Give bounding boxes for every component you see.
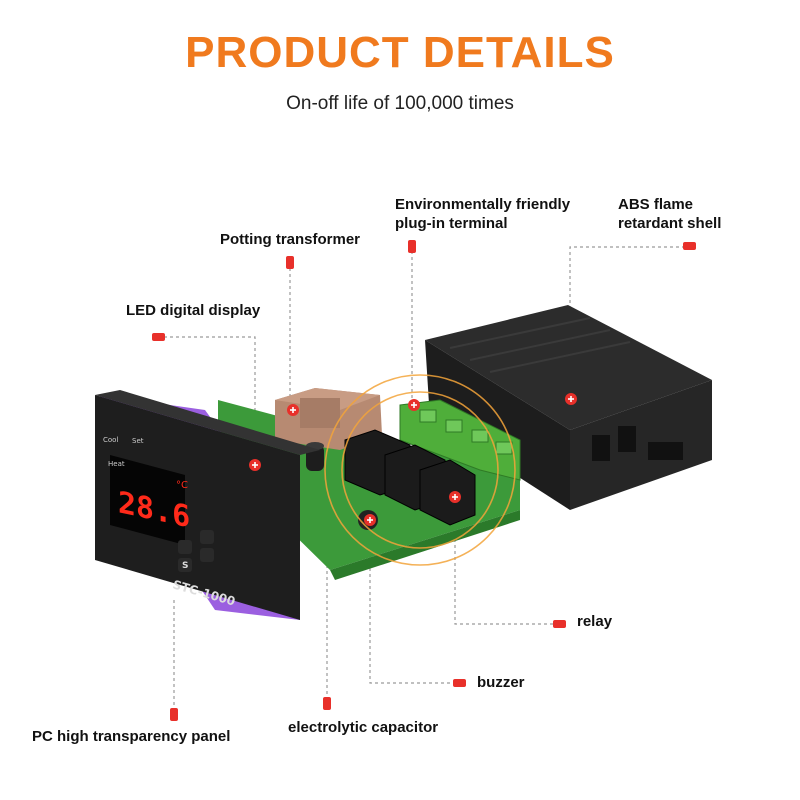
highlight-rings — [324, 374, 516, 566]
cool-label: Cool — [103, 436, 118, 444]
label-env-terminal-line1: Environmentally friendly — [395, 196, 571, 213]
label-potting-transformer: Potting transformer — [220, 231, 361, 248]
label-env-terminal-line2: plug-in terminal — [395, 215, 508, 232]
label-led-display: LED digital display — [126, 302, 261, 319]
electrolytic-capacitor — [306, 442, 324, 471]
label-env-terminal: Environmentally friendly plug-in termina… — [395, 195, 570, 233]
page-title: PRODUCT DETAILS — [185, 28, 615, 77]
leader-buzzer — [369, 520, 456, 684]
component-markers — [249, 393, 577, 526]
potting-transformer — [275, 388, 382, 450]
marker-env — [408, 240, 416, 253]
leader-relay — [454, 515, 556, 625]
page-subtitle: On-off life of 100,000 times — [286, 93, 514, 114]
marker-abs — [683, 242, 696, 250]
marker-pc — [170, 708, 178, 721]
display-unit: °C — [176, 480, 188, 491]
label-abs-shell-line1: ABS flame — [618, 196, 694, 213]
label-pc-panel: PC high transparency panel — [32, 728, 231, 745]
s-button-label: S — [182, 561, 188, 571]
marker-ends — [152, 240, 696, 721]
label-buzzer: buzzer — [477, 674, 525, 691]
marker-capacitor — [323, 697, 331, 710]
marker-potting — [286, 256, 294, 269]
marker-buzzer — [453, 679, 466, 687]
front-panel — [95, 390, 320, 620]
plug-in-terminal — [399, 399, 521, 481]
label-capacitor: electrolytic capacitor — [288, 719, 439, 736]
set-label: Set — [132, 437, 144, 445]
label-abs-shell: ABS flame retardant shell — [618, 195, 721, 233]
label-relay: relay — [577, 613, 613, 630]
marker-led — [152, 333, 165, 341]
heat-label: Heat — [108, 460, 125, 468]
marker-relay — [553, 620, 566, 628]
abs-shell — [425, 305, 712, 510]
relays — [344, 429, 476, 526]
label-abs-shell-line2: retardant shell — [618, 215, 722, 232]
